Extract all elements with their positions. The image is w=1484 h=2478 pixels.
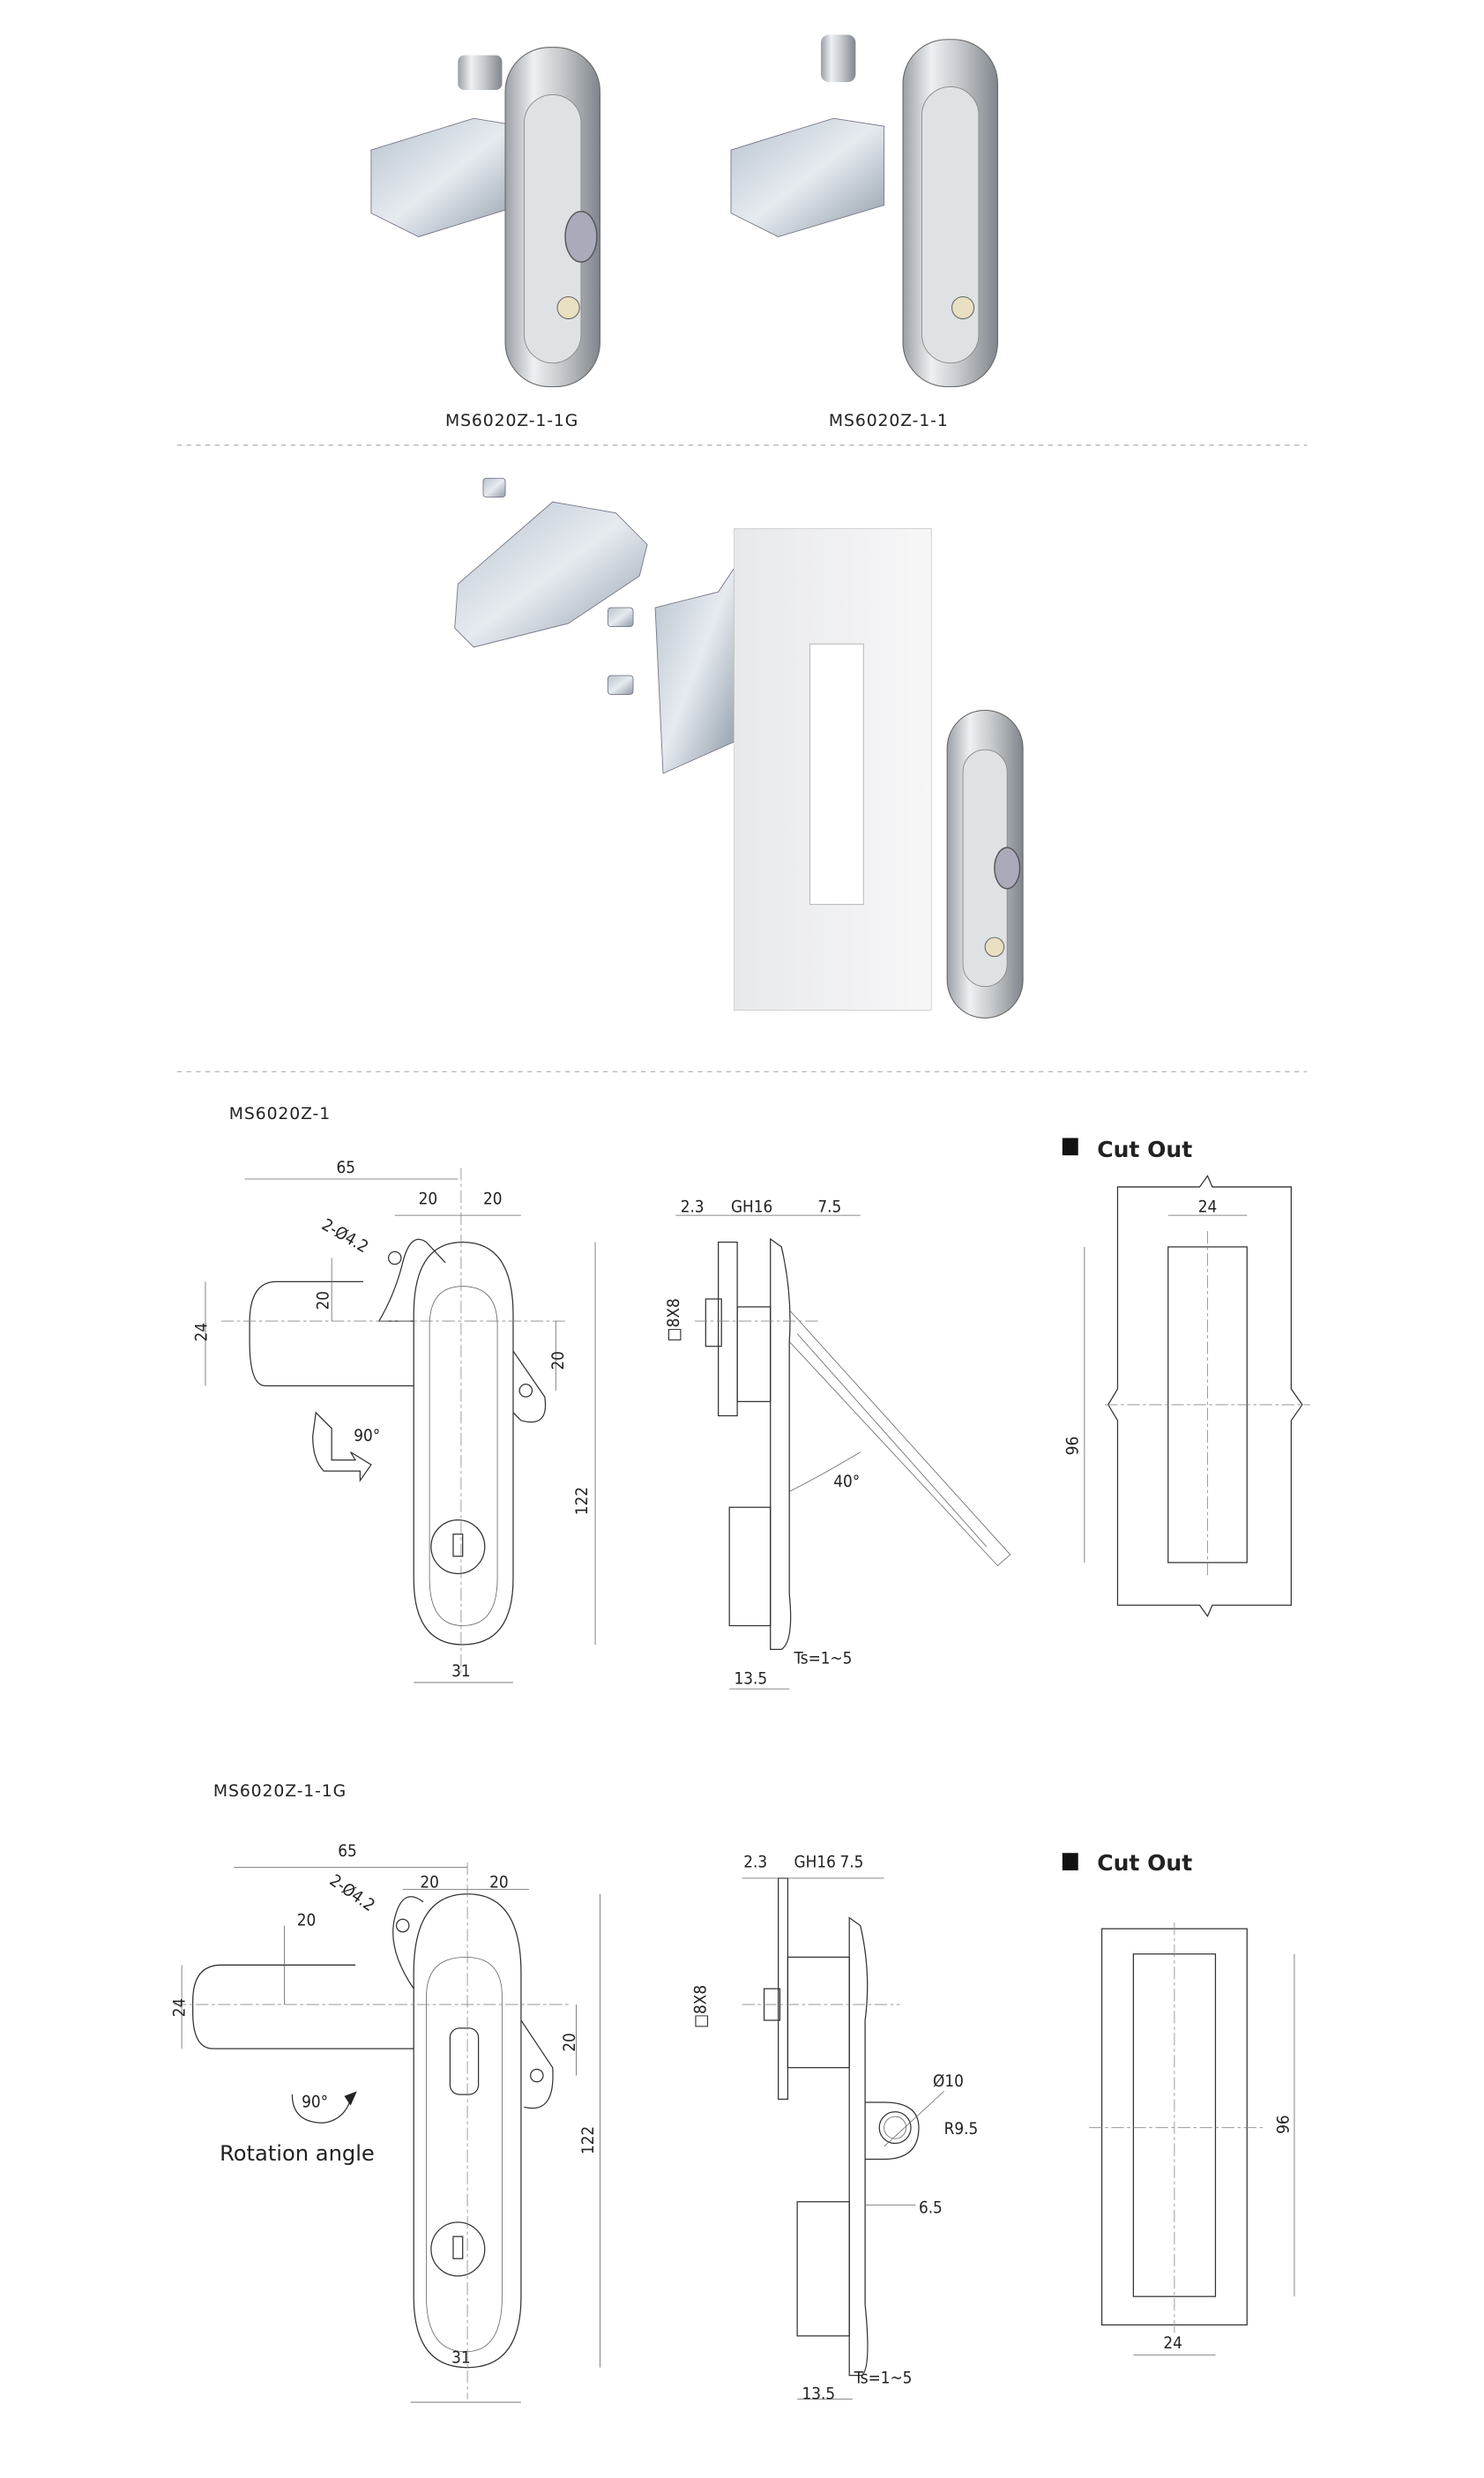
dim-tab-offset: 20 [561, 2033, 579, 2052]
dim-padlock-hole: Ø10 [933, 2072, 964, 2091]
dim-thread: GH16 [794, 1853, 836, 1871]
cutout-height: 96 [1272, 2115, 1291, 2134]
dim-height: 122 [573, 1487, 592, 1515]
dim-padlock-radius: R9.5 [944, 2120, 979, 2138]
dim-overall-width: 65 [338, 1842, 356, 1861]
cutout-bullet-icon [1062, 1853, 1078, 1870]
dim-width: 31 [451, 2348, 471, 2367]
dim-open-angle: 40° [833, 1473, 860, 1491]
dim-left-offset: 20 [420, 1874, 439, 1892]
cutout-height: 96 [1064, 1437, 1083, 1456]
dim-arm-offset: 20 [315, 1291, 333, 1310]
product-image-ms6020z-1-1g [370, 47, 600, 388]
dim-depth: 13.5 [802, 2385, 836, 2404]
product-caption: MS6020Z-1-1G [445, 412, 578, 430]
dim-overall-width: 65 [337, 1159, 356, 1177]
dim-panel-thickness: Ts=1~5 [794, 1649, 853, 1668]
dim-hole-spec: 2-Ø4.2 [318, 1216, 371, 1258]
model-label: MS6020Z-1 [229, 1105, 331, 1123]
product-caption: MS6020Z-1-1 [829, 412, 949, 430]
dim-depth: 13.5 [735, 1670, 768, 1689]
product-image-ms6020z-1-1 [730, 34, 998, 388]
dim-arm-width: 24 [193, 1323, 212, 1341]
dim-square-drive: □8X8 [665, 1298, 683, 1341]
side-view-drawing [675, 1214, 1011, 1690]
dim-padlock-offset: 6.5 [919, 2198, 943, 2217]
dim-height: 122 [579, 2126, 598, 2154]
dim-hole-spec: 2-Ø4.2 [326, 1871, 378, 1915]
dim-arm-width: 24 [171, 1998, 190, 2018]
dim-panel-thickness: Ts=1~5 [854, 2370, 913, 2388]
model-label: MS6020Z-1-1G [213, 1782, 347, 1801]
exploded-assembly-image [454, 477, 1024, 1019]
dim-left-offset: 20 [419, 1190, 438, 1209]
side-view-drawing [742, 1877, 944, 2400]
rotation-angle: 90° [302, 2093, 328, 2111]
cutout-width: 24 [1163, 2334, 1182, 2353]
dim-tab-offset: 20 [549, 1351, 568, 1370]
dim-right-offset: 20 [483, 1190, 503, 1209]
rotation-angle: 90° [354, 1427, 380, 1445]
rotation-angle-label: Rotation angle [220, 2141, 375, 2166]
dim-right-offset: 20 [489, 1874, 509, 1892]
dim-square-drive: □8X8 [691, 1985, 710, 2028]
dim-width: 31 [451, 1662, 471, 1681]
cutout-drawing [1084, 1175, 1310, 1618]
front-view-drawing [174, 1862, 600, 2403]
dim-arm-offset: 20 [297, 1912, 316, 1930]
front-view-drawing [205, 1168, 596, 1683]
dim-projection: 7.5 [839, 1853, 863, 1871]
cutout-drawing [1089, 1922, 1295, 2355]
dim-projection: 7.5 [817, 1198, 841, 1217]
dim-plate: 2.3 [743, 1853, 767, 1871]
cutout-width: 24 [1198, 1198, 1218, 1217]
cutout-bullet-icon [1062, 1138, 1078, 1156]
dim-plate: 2.3 [681, 1198, 705, 1217]
cutout-heading: Cut Out [1097, 1850, 1192, 1876]
cutout-heading: Cut Out [1097, 1137, 1192, 1162]
dim-thread: GH16 [731, 1198, 772, 1217]
